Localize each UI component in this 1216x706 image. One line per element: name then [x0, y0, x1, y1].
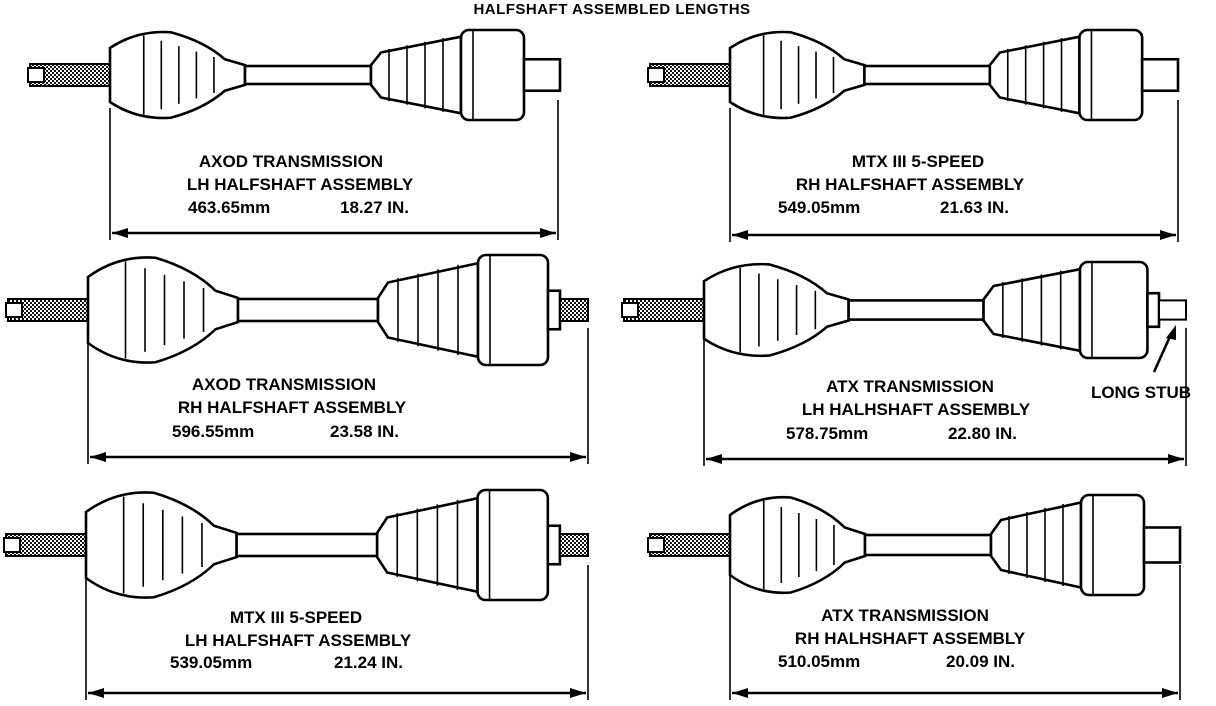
assembly-label: RH HALHSHAFT ASSEMBLY — [795, 629, 1026, 648]
length-in: 18.27 IN. — [340, 198, 409, 217]
transmission-label: MTX III 5-SPEED — [230, 608, 362, 627]
outboard-cv-boot — [86, 256, 240, 364]
diagram-title: HALFSHAFT ASSEMBLED LENGTHS — [473, 1, 750, 18]
halfshaft-drawing — [3, 488, 589, 602]
center-shaft — [236, 297, 380, 323]
stub-tip — [621, 302, 639, 318]
halfshaft-panel-axod-rh: AXOD TRANSMISSION RH HALFSHAFT ASSEMBLY … — [5, 253, 589, 464]
outboard-cv-boot — [728, 30, 866, 120]
length-in: 21.63 IN. — [940, 198, 1009, 217]
length-mm: 578.75mm — [786, 424, 868, 443]
dimension-arrow-right — [570, 688, 586, 698]
stub-tip — [647, 537, 665, 553]
halfshaft-drawing — [647, 28, 1180, 122]
inboard-cv-boot — [369, 35, 463, 115]
outboard-stub — [1140, 57, 1180, 93]
assembly-label: RH HALFSHAFT ASSEMBLY — [796, 175, 1025, 194]
long-stub-callout: LONG STUB — [1091, 383, 1191, 402]
halfshaft-panel-mtx-lh: MTX III 5-SPEED LH HALFSHAFT ASSEMBLY 53… — [3, 488, 589, 700]
halfshaft-drawing — [27, 28, 562, 122]
inboard-cv-boot — [376, 261, 480, 359]
outboard-stub — [546, 524, 562, 566]
transmission-label: MTX III 5-SPEED — [852, 152, 984, 171]
outboard-stub — [546, 289, 562, 331]
halfshaft-panel-axod-lh: AXOD TRANSMISSION LH HALFSHAFT ASSEMBLY … — [27, 28, 562, 240]
length-mm: 463.65mm — [188, 198, 270, 217]
assembly-label: LH HALFSHAFT ASSEMBLY — [187, 175, 414, 194]
length-in: 22.80 IN. — [948, 424, 1017, 443]
halfshaft-panel-mtx-rh: MTX III 5-SPEED RH HALFSHAFT ASSEMBLY 54… — [647, 28, 1180, 242]
joint-housing — [1079, 493, 1146, 597]
joint-housing — [476, 488, 550, 602]
halfshaft-panel-atx-rh: ATX TRANSMISSION RH HALHSHAFT ASSEMBLY 5… — [647, 493, 1182, 700]
outboard-spline — [1158, 299, 1188, 321]
dimension-arrow-left — [90, 452, 106, 462]
transmission-label: AXOD TRANSMISSION — [192, 375, 376, 394]
dimension-arrow-left — [732, 688, 748, 698]
assembly-label: LH HALFSHAFT ASSEMBLY — [185, 631, 412, 650]
dimension-arrow-left — [732, 230, 748, 240]
center-shaft — [847, 299, 985, 321]
transmission-label: AXOD TRANSMISSION — [199, 152, 383, 171]
inboard-cv-boot — [988, 35, 1081, 115]
outboard-stub — [1146, 291, 1161, 329]
length-mm: 539.05mm — [170, 653, 252, 672]
length-mm: 549.05mm — [778, 198, 860, 217]
outboard-stub — [1142, 526, 1182, 564]
assembly-label: RH HALFSHAFT ASSEMBLY — [178, 398, 407, 417]
length-mm: 596.55mm — [172, 422, 254, 441]
length-in: 20.09 IN. — [946, 652, 1015, 671]
center-shaft — [863, 533, 993, 557]
inboard-cv-boot — [989, 500, 1083, 590]
halfshaft-drawing — [647, 493, 1182, 597]
dimension-arrow-right — [1168, 454, 1184, 464]
dimension-arrow-left — [88, 688, 104, 698]
outboard-cv-boot — [702, 262, 850, 358]
joint-housing — [476, 253, 550, 367]
outboard-cv-boot — [728, 495, 867, 595]
assembly-label: LH HALHSHAFT ASSEMBLY — [802, 400, 1031, 419]
joint-housing — [1078, 260, 1149, 360]
outboard-cv-boot — [108, 30, 247, 120]
outboard-spline — [558, 533, 589, 557]
stub-tip — [5, 302, 23, 318]
dimension-arrow-right — [570, 452, 586, 462]
dimension-arrow-left — [706, 454, 722, 464]
stub-tip — [27, 67, 45, 83]
dimension-arrow-right — [1160, 230, 1176, 240]
inboard-cv-boot — [375, 496, 479, 594]
stub-tip — [647, 67, 665, 83]
transmission-label: ATX TRANSMISSION — [826, 377, 994, 396]
stub-tip — [3, 537, 21, 553]
joint-housing — [459, 28, 526, 122]
center-shaft — [863, 64, 992, 86]
length-in: 23.58 IN. — [330, 422, 399, 441]
dimension-arrow-right — [540, 228, 556, 238]
long-stub-arrow — [1166, 325, 1176, 340]
length-in: 21.24 IN. — [334, 653, 403, 672]
halfshaft-panel-atx-lh: LONG STUB ATX TRANSMISSION LH HALHSHAFT … — [621, 260, 1191, 466]
outboard-cv-boot — [84, 491, 238, 599]
long-stub-leader — [1152, 331, 1174, 373]
dimension-arrow-right — [1162, 688, 1178, 698]
center-shaft — [235, 532, 379, 558]
inboard-cv-boot — [982, 267, 1082, 353]
outboard-stub — [522, 57, 562, 93]
halfshaft-drawing — [621, 260, 1188, 360]
halfshaft-drawing — [5, 253, 589, 367]
dimension-arrow-left — [112, 228, 128, 238]
joint-housing — [1078, 28, 1144, 122]
center-shaft — [243, 64, 373, 86]
outboard-spline — [559, 298, 589, 322]
length-mm: 510.05mm — [778, 652, 860, 671]
transmission-label: ATX TRANSMISSION — [821, 606, 989, 625]
